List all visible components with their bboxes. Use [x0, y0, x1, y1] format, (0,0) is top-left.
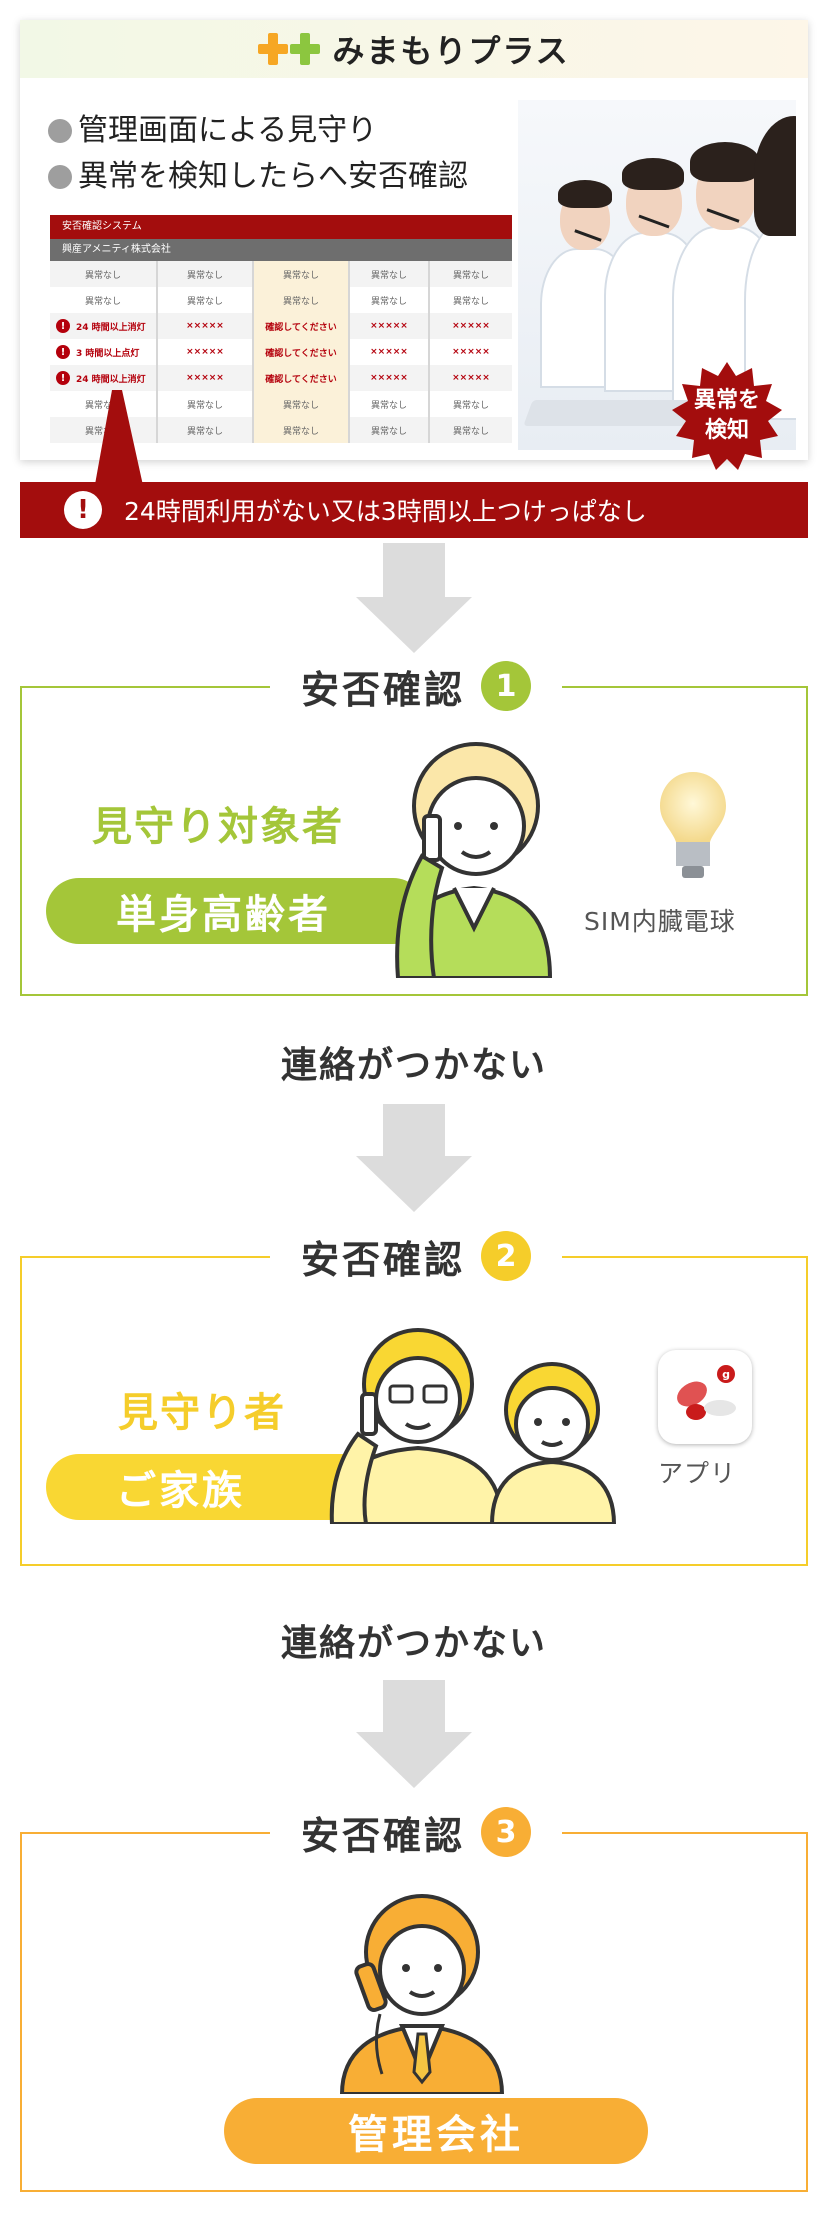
system-table-cell: 異常なし: [350, 391, 430, 417]
monitoring-system-table: 安否確認システム 興産アメニティ株式会社 異常なし異常なし異常なし異常なし異常な…: [50, 215, 512, 443]
system-table-cell: !24 時間以上消灯: [50, 313, 158, 339]
role-caption: 見守り者: [118, 1390, 286, 1436]
system-table-cell: !24 時間以上消灯: [50, 365, 158, 391]
exclamation-icon: !: [64, 491, 102, 529]
down-arrow-icon: [356, 1104, 472, 1212]
system-table-cell: 異常なし: [452, 400, 489, 411]
pointer-triangle: [94, 390, 144, 490]
system-table-row: 異常なし異常なし異常なし異常なし異常なし: [50, 287, 512, 313]
system-table-cell: 異常なし: [50, 391, 158, 417]
feature-item: 管理画面による見守り: [48, 108, 468, 154]
company-staff-illustration: [339, 1894, 505, 2094]
step-2-title: 安否確認 2: [270, 1224, 562, 1288]
system-table-cell: ×××××: [452, 347, 490, 357]
step-3-box: 安否確認 3 管理会社: [20, 1800, 808, 2192]
system-table-cell: 異常なし: [254, 287, 350, 313]
system-table-cell: !3 時間以上点灯: [50, 339, 158, 365]
bullet-dot-icon: [48, 165, 72, 189]
system-table-cell: ×××××: [350, 313, 430, 339]
system-table-cell: 異常なし: [158, 391, 254, 417]
system-table-cell: 異常なし: [254, 417, 350, 443]
system-table-cell: ×××××: [452, 373, 490, 383]
system-table-cell: 異常なし: [254, 391, 350, 417]
system-table-cell: 異常なし: [350, 417, 430, 443]
system-table-cell: ×××××: [452, 321, 490, 331]
feature-text: 異常を検知したらへ安否確認: [78, 159, 468, 194]
elderly-person-illustration: [395, 742, 553, 978]
exclamation-icon: !: [56, 345, 70, 359]
feature-list: 管理画面による見守り 異常を検知したらへ安否確認: [48, 108, 468, 200]
role-label-pill: 管理会社: [224, 2098, 648, 2164]
system-table-cell: 確認してください: [254, 339, 350, 365]
logo-plus-icon: [258, 29, 321, 69]
step-3-title: 安否確認 3: [270, 1800, 562, 1864]
system-table-cell: 異常なし: [254, 261, 350, 287]
exclamation-icon: !: [56, 319, 70, 333]
system-table-cell: 異常なし: [350, 287, 430, 313]
step-number-badge: 1: [481, 661, 531, 711]
step-1-title: 安否確認 1: [270, 654, 562, 718]
step-1-box: 安否確認 1 見守り対象者 単身高齢者 SIM内臓電球: [20, 654, 808, 996]
system-table-cell: 異常なし: [452, 426, 489, 437]
system-table-cell: 異常なし: [452, 270, 489, 281]
alert-badge-text: 異常を 検知: [693, 388, 760, 443]
role-label-pill: 単身高齢者: [46, 878, 426, 944]
system-table-cell: ×××××: [350, 365, 430, 391]
system-table-cell: 異常なし: [158, 261, 254, 287]
alert-burst-badge: [672, 362, 782, 470]
system-table-row: !3 時間以上点灯×××××確認してください××××××××××: [50, 339, 512, 365]
no-contact-label: 連絡がつかない: [280, 1045, 547, 1086]
system-table-cell: 異常なし: [50, 261, 158, 287]
device-label: SIM内臓電球: [584, 907, 736, 936]
exclamation-icon: !: [56, 371, 70, 385]
system-table-cell: 異常なし: [50, 287, 158, 313]
step-2-box: 安否確認 2 見守り者 ご家族 g アプリ: [20, 1224, 808, 1566]
step-number-badge: 2: [481, 1231, 531, 1281]
system-table-cell: ×××××: [350, 339, 430, 365]
svg-text:g: g: [722, 1368, 730, 1381]
alert-condition-bar: ! 24時間利用がない又は3時間以上つけっぱなし: [20, 482, 808, 538]
feature-text: 管理画面による見守り: [78, 113, 378, 148]
system-table-cell: ×××××: [158, 313, 254, 339]
system-table-cell: 異常なし: [350, 261, 430, 287]
system-title: 安否確認システム: [50, 215, 512, 239]
role-caption: 見守り対象者: [92, 804, 344, 850]
system-table-row: !24 時間以上消灯×××××確認してください××××××××××: [50, 313, 512, 339]
no-contact-label: 連絡がつかない: [280, 1623, 547, 1664]
step-number-badge: 3: [481, 1807, 531, 1857]
family-illustration: [329, 1328, 617, 1524]
brand-name: みまもりプラス: [332, 32, 570, 70]
bullet-dot-icon: [48, 119, 72, 143]
system-table-cell: 異常なし: [158, 417, 254, 443]
system-company: 興産アメニティ株式会社: [50, 239, 512, 261]
system-table-cell: 確認してください: [254, 313, 350, 339]
brand-bar: みまもりプラス: [20, 20, 808, 78]
down-arrow-icon: [356, 1680, 472, 1788]
down-arrow-icon: [356, 543, 472, 653]
system-table-row: !24 時間以上消灯×××××確認してください××××××××××: [50, 365, 512, 391]
system-table-cell: 異常なし: [452, 296, 489, 307]
system-table-row: 異常なし異常なし異常なし異常なし異常なし: [50, 261, 512, 287]
alert-condition-text: 24時間利用がない又は3時間以上つけっぱなし: [124, 497, 647, 526]
device-label: アプリ: [658, 1459, 737, 1488]
system-table-cell: 異常なし: [50, 417, 158, 443]
system-rows: 異常なし異常なし異常なし異常なし異常なし異常なし異常なし異常なし異常なし異常なし…: [50, 261, 512, 443]
feature-item: 異常を検知したらへ安否確認: [48, 154, 468, 200]
system-table-cell: 確認してください: [254, 365, 350, 391]
system-table-cell: 異常なし: [158, 287, 254, 313]
app-icon: g: [658, 1350, 752, 1444]
system-table-row: 異常なし異常なし異常なし異常なし異常なし: [50, 391, 512, 417]
system-table-cell: ×××××: [158, 339, 254, 365]
light-bulb-icon: [660, 772, 726, 878]
system-table-cell: ×××××: [158, 365, 254, 391]
